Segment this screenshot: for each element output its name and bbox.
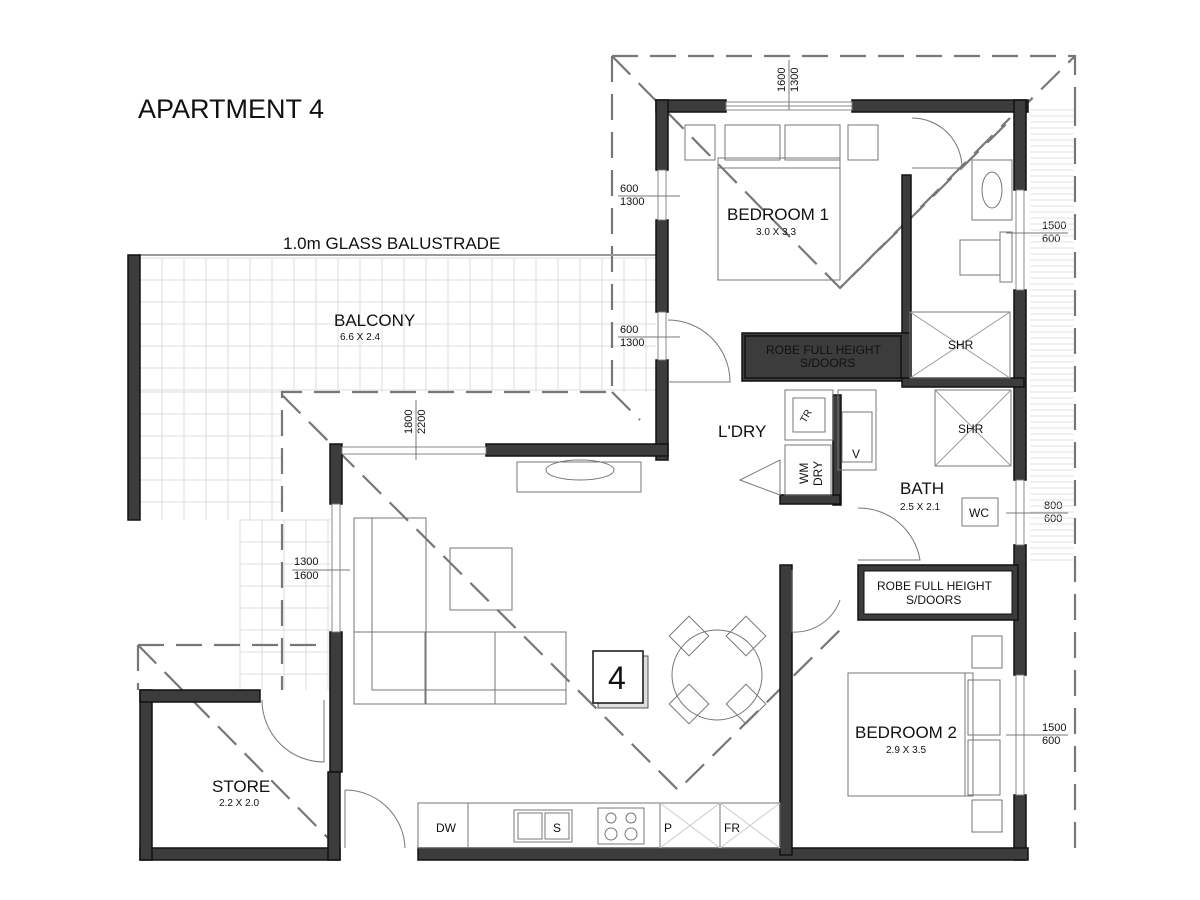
walls: [127, 99, 1029, 861]
fridge-label: FR: [724, 821, 740, 835]
unit-number: 4: [608, 660, 626, 696]
dim-bed1-upper-2: 1300: [620, 196, 644, 208]
windows: [331, 101, 1025, 796]
dim-bed1-lower-1: 600: [620, 324, 638, 336]
bedroom2-name: BEDROOM 2: [855, 723, 957, 742]
ensuite-fixtures: [909, 117, 1013, 379]
living-furniture: [353, 459, 767, 725]
dishwasher-label: DW: [436, 821, 457, 835]
trough-label: TR: [799, 408, 815, 425]
balcony-tiles: [139, 257, 656, 690]
dim-living-side-1: 1300: [294, 556, 318, 568]
store-size: 2.2 X 2.0: [219, 798, 259, 809]
bedroom2-size: 2.9 X 3.5: [886, 745, 926, 756]
bath-name: BATH: [900, 479, 944, 498]
dim-balcony-door-2: 2200: [416, 410, 428, 434]
shower1-label: SHR: [948, 338, 974, 352]
unit-badge: [592, 650, 644, 704]
robe1-line1: ROBE FULL HEIGHT: [766, 343, 882, 357]
robe2-line2: S/DOORS: [906, 593, 961, 607]
dim-balcony-door-1: 1800: [403, 410, 415, 434]
dim-bed1-upper-1: 600: [620, 183, 638, 195]
balcony-name: BALCONY: [334, 311, 415, 330]
bedroom1-name: BEDROOM 1: [727, 205, 829, 224]
laundry-name: L'DRY: [718, 422, 766, 441]
balustrade-label: 1.0m GLASS BALUSTRADE: [283, 234, 500, 253]
kitchen-fixtures: [261, 699, 781, 849]
dim-bed2-window-2: 600: [1042, 735, 1060, 747]
robe1-line2: S/DOORS: [800, 356, 855, 370]
vanity-label: V: [852, 447, 860, 461]
laundry-fixtures: [667, 319, 877, 496]
shower2-label: SHR: [958, 422, 984, 436]
sink-label: S: [553, 821, 561, 835]
dim-ensuite-window-2: 600: [1042, 233, 1060, 245]
dim-living-side-2: 1600: [294, 570, 318, 582]
apartment-title: APARTMENT 4: [138, 94, 324, 124]
bath-size: 2.5 X 2.1: [900, 502, 940, 513]
bedroom1-size: 3.0 X 3.3: [756, 227, 796, 238]
dimension-annotations: 1600 1300 600 1300 600 1300 1800 2200 13…: [292, 60, 1068, 747]
dim-ensuite-window-1: 1500: [1042, 220, 1066, 232]
robe2-line1: ROBE FULL HEIGHT: [877, 579, 993, 593]
bedroom2-furniture: [791, 570, 1003, 833]
dim-wc-window-2: 600: [1044, 513, 1062, 525]
pantry-label: P: [664, 821, 672, 835]
wc-label: WC: [969, 506, 989, 520]
dryer-label: DRY: [811, 461, 825, 486]
balcony-size: 6.6 X 2.4: [340, 332, 380, 343]
external-hatch: [1030, 109, 1074, 561]
dim-top-window-2: 1300: [789, 68, 801, 92]
dim-bed2-window-1: 1500: [1042, 722, 1066, 734]
bedroom1-furniture: [684, 124, 879, 281]
dim-bed1-lower-2: 1300: [620, 337, 644, 349]
bath-fixtures: [857, 389, 1012, 561]
dim-top-window-1: 1600: [776, 68, 788, 92]
dashed-outline: [136, 54, 1077, 860]
store-name: STORE: [212, 777, 270, 796]
washer-label: WM: [797, 463, 811, 484]
